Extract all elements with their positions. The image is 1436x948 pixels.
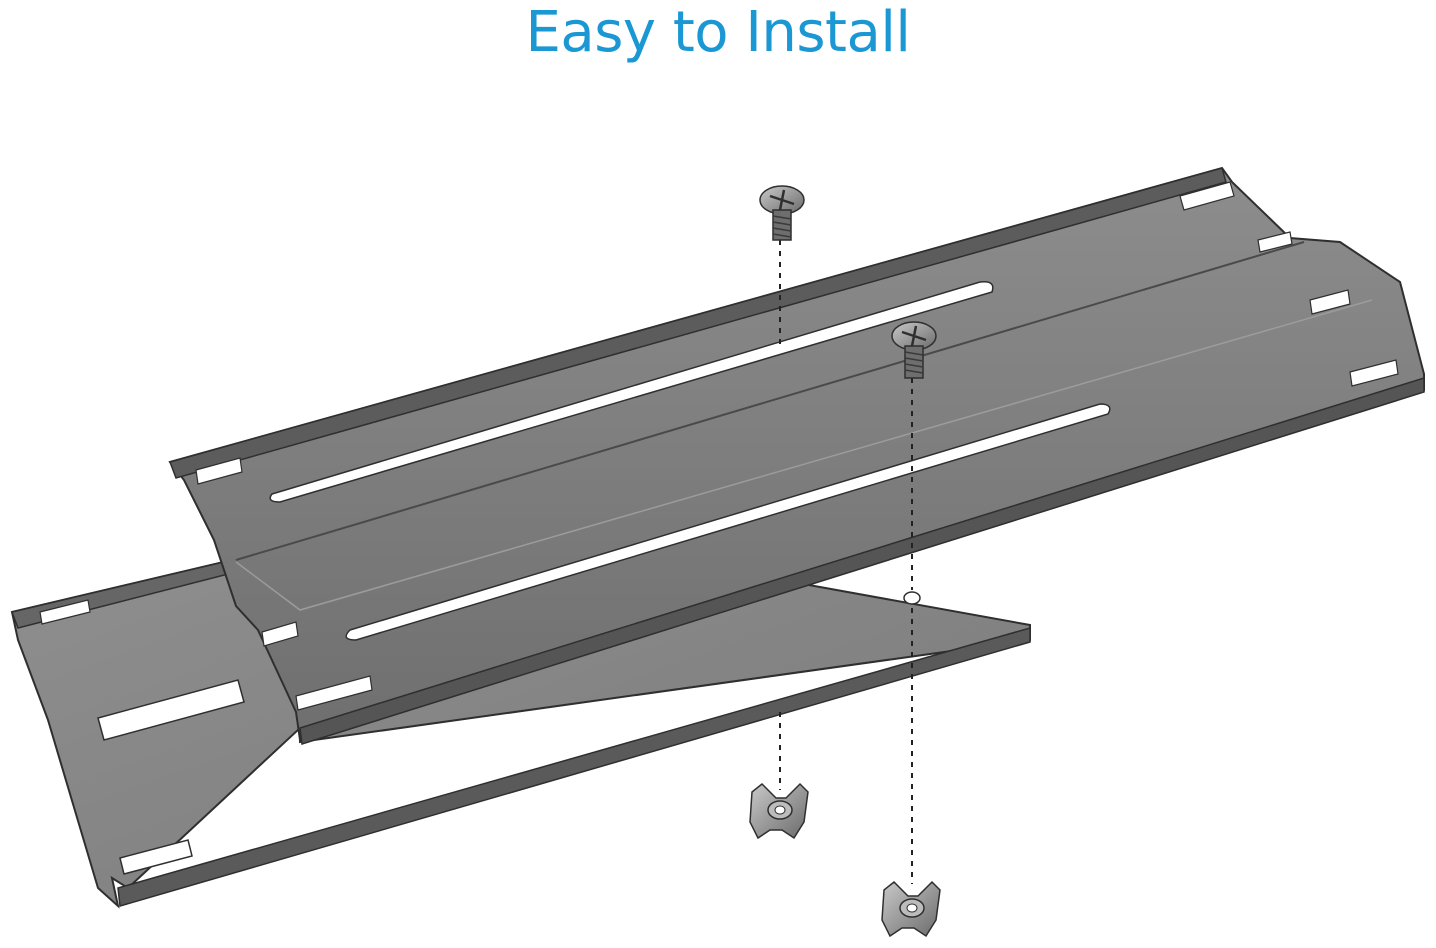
plate-slot <box>97 679 245 741</box>
top-heat-plate <box>168 166 1425 745</box>
plate-notch <box>1309 289 1351 315</box>
wing-nut-icon <box>881 880 941 938</box>
screw-icon <box>891 321 937 379</box>
wing-nut-icon <box>749 782 809 840</box>
bolt-hole <box>903 591 921 605</box>
adjust-slot <box>269 280 994 503</box>
plate-notch <box>1349 359 1399 387</box>
screw-icon <box>759 185 805 241</box>
plate-notch <box>261 621 299 647</box>
plate-slot <box>39 599 91 625</box>
page-title: Easy to Install <box>525 0 911 65</box>
adjust-slot <box>345 403 1111 641</box>
plate-notch <box>195 457 243 485</box>
plate-notch <box>295 675 373 711</box>
plate-notch <box>1179 181 1235 211</box>
plate-notch <box>1257 231 1293 253</box>
plate-slot <box>119 839 193 875</box>
